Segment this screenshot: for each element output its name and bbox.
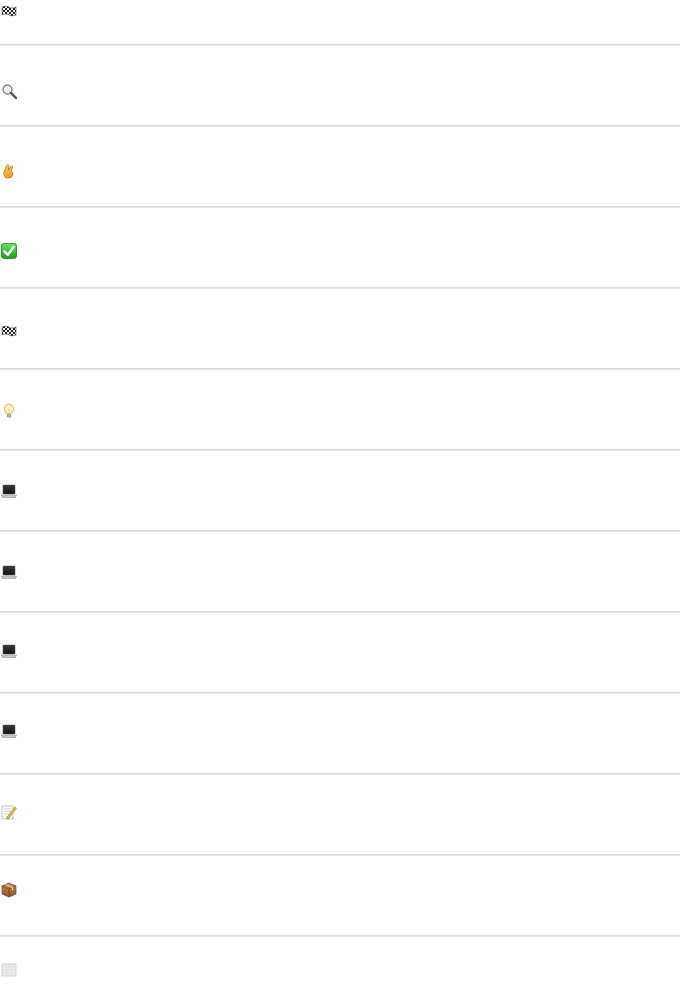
checkered-flag-icon [1,5,17,17]
laptop-icon [1,565,17,579]
check-mark-icon [1,243,17,259]
light-bulb-icon [4,403,14,418]
list-item[interactable] [0,127,680,207]
laptop-icon [1,724,17,738]
list-item[interactable] [0,0,680,80]
list-item[interactable] [0,208,680,288]
list-item[interactable] [0,451,680,531]
row-divider [0,854,680,856]
document-icon [1,963,17,977]
row-divider [0,773,680,775]
row-divider [0,935,680,937]
row-divider [0,611,680,613]
row-divider [0,692,680,694]
list-item[interactable] [0,937,680,987]
list-item[interactable] [0,289,680,369]
laptop-icon [1,484,17,498]
list-item[interactable] [0,370,680,450]
row-divider [0,530,680,532]
row-divider [0,449,680,451]
row-divider [0,125,680,127]
package-icon [1,882,17,898]
list-item[interactable] [0,775,680,855]
list-item[interactable] [0,694,680,774]
memo-icon [1,805,17,820]
row-divider [0,368,680,370]
list-item[interactable] [0,532,680,612]
laptop-icon [1,644,17,658]
list-item[interactable] [0,46,680,126]
magnifier-icon [2,84,17,99]
crossed-fingers-icon [3,164,14,179]
checkered-flag-icon [1,325,17,337]
row-divider [0,287,680,289]
list-item[interactable] [0,613,680,693]
row-divider [0,44,680,46]
list-item[interactable] [0,856,680,936]
row-divider [0,206,680,208]
